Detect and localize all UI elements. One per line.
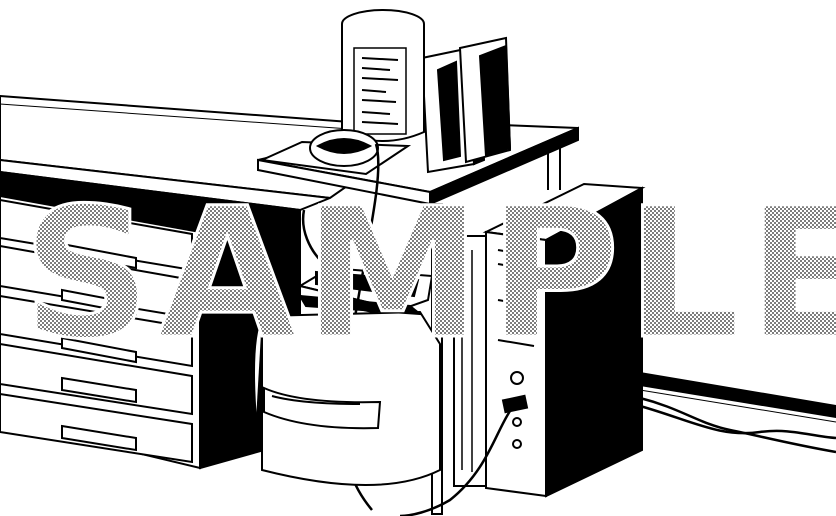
printer <box>253 294 441 486</box>
jar <box>341 9 425 142</box>
speakers <box>420 36 512 174</box>
cables <box>301 209 836 516</box>
sample-watermark: SAMPLE <box>22 170 836 379</box>
baseboard <box>639 372 836 423</box>
drawer-cabinet <box>0 188 301 470</box>
